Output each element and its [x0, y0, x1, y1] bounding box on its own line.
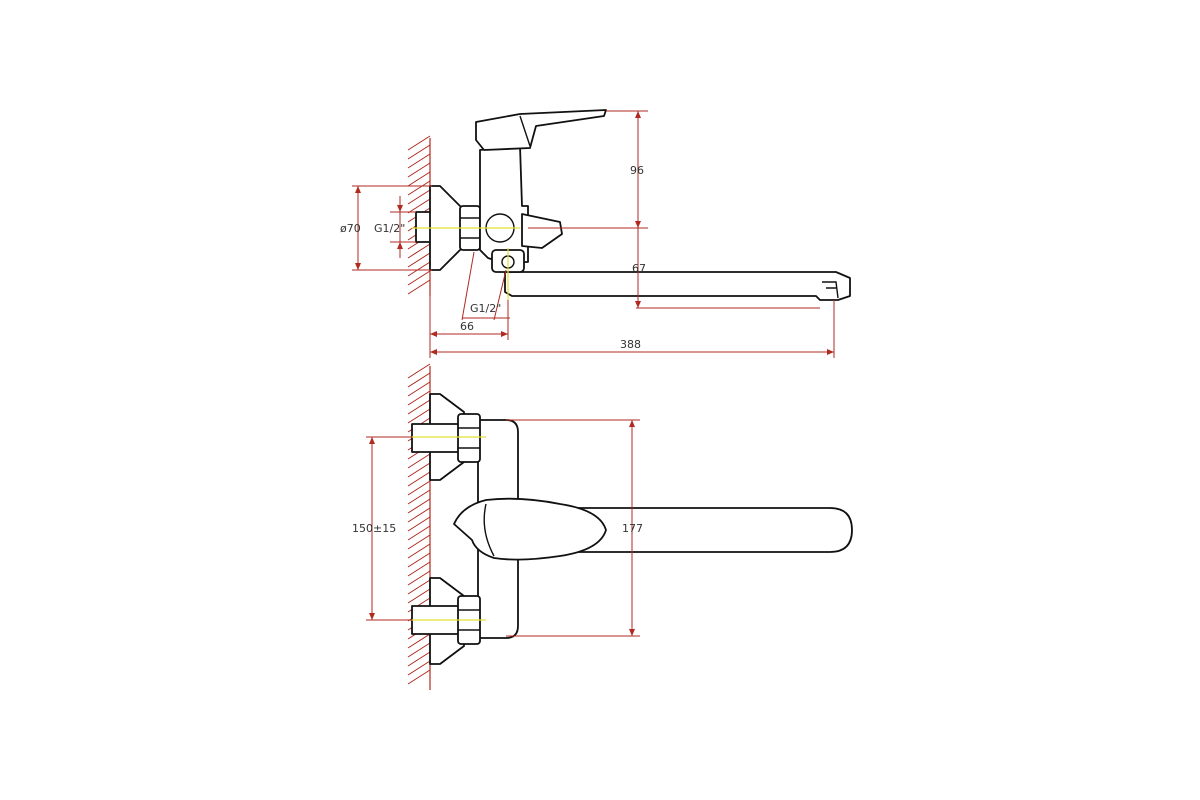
wall-hatch-line — [407, 261, 431, 277]
lever-handle — [475, 109, 607, 151]
spout-top — [539, 507, 853, 553]
wall-hatch-line — [407, 162, 431, 178]
wall-hatch-line — [407, 516, 431, 532]
wall-hatch-line — [407, 381, 431, 397]
hex-nut-upper — [457, 413, 481, 463]
dim-67-label: 67 — [632, 262, 646, 275]
wall-hatch-line — [407, 279, 431, 295]
wall-hatch-line — [407, 270, 431, 286]
dim-bottom-thread: G1/2" — [461, 251, 510, 321]
dim-96-label: 96 — [630, 164, 644, 177]
dim-150-label: 150±15 — [352, 522, 396, 535]
inlet-pipe-upper — [411, 423, 461, 453]
wall-hatch-line — [407, 552, 431, 568]
dim-diameter: ø70 — [340, 185, 432, 271]
dim-inlet-thread-label: G1/2" — [374, 222, 405, 235]
wall-hatch-line — [407, 642, 431, 658]
wall-hatch-line — [407, 243, 431, 259]
wall-hatch-line — [407, 543, 431, 559]
wall-hatch-line — [407, 570, 431, 586]
wall-hatch-line — [407, 453, 431, 469]
dim-177: 177 — [506, 419, 643, 637]
wall-front — [407, 363, 431, 690]
spout-aerator — [822, 281, 839, 299]
dim-bottom-thread-label: G1/2" — [470, 302, 501, 315]
wall-hatch-line — [407, 372, 431, 388]
dim-177-label: 177 — [622, 522, 643, 535]
diverter-knob — [521, 213, 563, 249]
wall-hatch-line — [407, 198, 431, 214]
spout — [504, 271, 851, 301]
dim-150: 150±15 — [352, 436, 412, 621]
dim-67: 67 — [528, 227, 820, 309]
dim-66: 66 — [429, 296, 509, 340]
wall-hatch-line — [407, 588, 431, 604]
wall-hatch-line — [407, 660, 431, 676]
wall-hatch-line — [407, 498, 431, 514]
wall-hatch-line — [407, 480, 431, 496]
wall-hatch-line — [407, 408, 431, 424]
dim-diameter-label: ø70 — [340, 222, 361, 235]
wall-hatch-line — [407, 171, 431, 187]
wall-hatch-line — [407, 525, 431, 541]
wall-hatch-line — [407, 189, 431, 205]
dim-96: 96 — [562, 110, 648, 229]
front-view: 150±15 177 — [352, 363, 853, 690]
wall-hatch-line — [407, 669, 431, 685]
wall-hatch-line — [407, 462, 431, 478]
wall-hatch-line — [407, 180, 431, 196]
wall-hatch-line — [407, 363, 431, 379]
dim-388: 388 — [429, 300, 835, 358]
wall-hatch-line — [407, 153, 431, 169]
wall-hatch-line — [407, 534, 431, 550]
dim-388-label: 388 — [620, 338, 641, 351]
wall-hatch-line — [407, 144, 431, 160]
dim-66-label: 66 — [460, 320, 474, 333]
wall-hatch-line — [407, 489, 431, 505]
wall-hatch-line — [407, 579, 431, 595]
wall-hatch-line — [407, 507, 431, 523]
wall-hatch-line — [407, 561, 431, 577]
wall-hatch-line — [407, 390, 431, 406]
dim-inlet-thread: G1/2" — [374, 196, 416, 258]
side-view: 96 67 ø70 G1/2" — [340, 109, 851, 358]
mixer-body — [479, 145, 529, 263]
wall-hatch-line — [407, 399, 431, 415]
lever-handle-front — [453, 497, 607, 561]
wall-hatch-line — [407, 651, 431, 667]
wall-hatch-line — [407, 135, 431, 151]
wall-hatch-line — [407, 252, 431, 268]
wall-hatch-line — [407, 633, 431, 649]
wall-hatch-line — [407, 471, 431, 487]
